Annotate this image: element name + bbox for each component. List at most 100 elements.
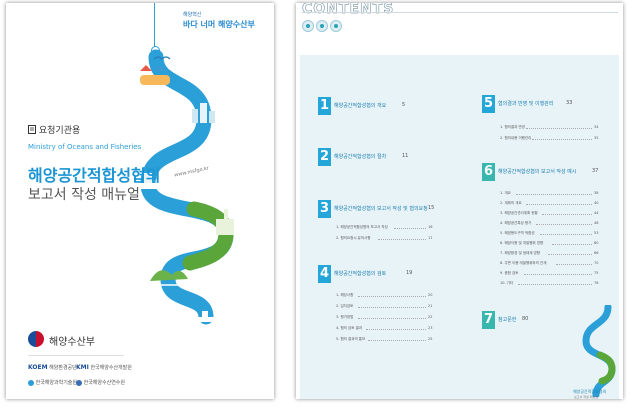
subentry-label: 7. 해양환경 및 생태계 영향: [500, 251, 540, 255]
leader-dots: [556, 264, 592, 265]
subentry-label: 9. 종합 검토: [500, 271, 519, 275]
toc-subentry[interactable]: 2. 협의내용 이행관리 35: [500, 136, 604, 143]
subentry-page: 76: [594, 281, 599, 285]
contents-page: CONTENTS 1 해양공간적합성협의 개요 5 2 해양공간적합성협의 절차…: [296, 3, 623, 399]
partner-divider: [28, 355, 124, 356]
toc-subentry[interactable]: 4. 해양공간특성 평가 48: [500, 221, 604, 228]
leader-dots: [526, 128, 592, 129]
toc-subentry[interactable]: 1. 개요 38: [500, 191, 604, 198]
winding-road-illustration: [136, 49, 234, 325]
subentry-label: 5. 협의 결과의 통보: [336, 337, 366, 341]
subentry-label: 4. 협의 검토 결과: [336, 326, 362, 330]
ship-icon: [196, 311, 216, 322]
subentry-label: 4. 해양공간특성 평가: [500, 221, 532, 225]
english-title: Ministry of Oceans and Fisheries: [28, 143, 142, 151]
partner-kiost: 한국해양과학기술원: [28, 379, 77, 386]
toc-subentry[interactable]: 2. 입지검토 21: [336, 304, 436, 311]
bubble-icon-1: [302, 20, 314, 32]
leader-dots: [518, 284, 592, 285]
chapter-page: 11: [402, 153, 409, 159]
subentry-label: 10. 기타: [500, 281, 514, 285]
leader-dots: [532, 139, 592, 140]
subentry-label: 1. 해양공간적합성협의 보고서 작성: [336, 225, 388, 229]
subentry-label: 1. 해당사항: [336, 293, 354, 297]
leader-dots: [536, 224, 592, 225]
slogan-small: 해양혁신: [183, 12, 202, 18]
fishing-boat-icon: [136, 173, 162, 189]
toc-subentry[interactable]: 10. 기타 76: [500, 281, 604, 288]
subentry-page: 34: [594, 125, 599, 129]
bubble-icon-3: [330, 20, 342, 32]
chapter-number: 4: [318, 265, 331, 283]
subentry-page: 21: [428, 304, 433, 308]
chapter-number: 2: [318, 148, 331, 166]
toc-subentry[interactable]: 5. 해양용도구역 적합성 53: [500, 231, 604, 238]
mini-road-illustration: [582, 305, 616, 397]
partner-kifs-name: 한국해양수산연수원: [83, 380, 125, 386]
partner-kmi: KMI 한국해양수산개발원: [76, 364, 132, 371]
chapter-title: 협의결과 반영 및 이행관리: [498, 101, 554, 107]
mini-road-green: [596, 351, 616, 385]
subentry-page: 25: [428, 337, 433, 341]
subentry-label: 1. 개요: [500, 191, 511, 195]
cover-page: 해양혁신 바다 너머 해양수산부: [6, 3, 274, 399]
toc-subentry[interactable]: 7. 해양환경 및 생태계 영향 66: [500, 251, 604, 258]
toc-subentry[interactable]: 3. 해양공간관리계획 현황 44: [500, 211, 604, 218]
leader-dots: [378, 239, 426, 240]
factory-icon: [216, 209, 234, 235]
subentry-label: 5. 해양용도구역 적합성: [500, 231, 535, 235]
chapter-number: 1: [318, 97, 331, 115]
subentry-label: 8. 주변 이용·개발행위와의 관계: [500, 261, 547, 265]
toc-subentry[interactable]: 8. 주변 이용·개발행위와의 관계 70: [500, 261, 604, 268]
toc-subentry[interactable]: 9. 종합 검토 75: [500, 271, 604, 278]
toc-subentry[interactable]: 1. 해당사항 20: [336, 293, 436, 300]
chapter-title: 해양공간적합성협의 보고서 작성 예시: [498, 169, 577, 175]
toc-subentry[interactable]: 1. 협의결과 반영 34: [500, 125, 604, 132]
contents-panel: 1 해양공간적합성협의 개요 5 2 해양공간적합성협의 절차 11 3 해양공…: [300, 55, 619, 399]
subentry-page: 20: [428, 293, 433, 297]
leader-dots: [542, 214, 592, 215]
leader-dots: [552, 244, 592, 245]
chapter-title: 해양공간적합성협의 개요: [334, 103, 387, 109]
partner-koem-abbr: KOEM: [28, 364, 48, 371]
subentry-page: 66: [594, 251, 599, 255]
subentry-label: 3. 평가방법: [336, 315, 354, 319]
subentry-page: 75: [594, 271, 599, 275]
leader-dots: [526, 204, 592, 205]
partner-kiost-name: 한국해양과학기술원: [35, 380, 77, 386]
ministry-name: 해양수산부: [49, 337, 95, 348]
toc-subentry[interactable]: 2. 계획의 개요 40: [500, 201, 604, 208]
toc-subentry[interactable]: 5. 협의 결과의 통보 25: [336, 337, 436, 344]
leader-dots: [358, 296, 426, 297]
vertical-guide-line: [154, 3, 155, 49]
chapter-page: 33: [566, 100, 573, 106]
toc-subentry[interactable]: 1. 해양공간적합성협의 보고서 작성 16: [336, 225, 436, 232]
partner-kmi-abbr: KMI: [76, 364, 89, 371]
chapter-number: 7: [482, 311, 495, 329]
leader-dots: [368, 340, 426, 341]
contents-divider: [302, 12, 618, 13]
toc-subentry[interactable]: 4. 협의 검토 결과 23: [336, 326, 436, 333]
subentry-page: 38: [594, 191, 599, 195]
bubble-icon-2: [316, 20, 328, 32]
document-icon: [28, 125, 36, 134]
subentry-page: 22: [428, 315, 433, 319]
contents-heading: CONTENTS: [302, 3, 395, 17]
korean-title: 해양공간적합성협의: [28, 166, 161, 185]
toc-subentry[interactable]: 6. 해양이용 및 개발행위 영향 60: [500, 241, 604, 248]
chapter-page: 19: [406, 270, 413, 276]
chapter-page: 15: [428, 205, 435, 211]
subentry-page: 17: [428, 236, 433, 240]
toc-subentry[interactable]: 3. 평가방법 22: [336, 315, 436, 322]
leader-dots: [540, 234, 592, 235]
chapter-title: 해양공간적합성협의 절차: [334, 154, 387, 160]
seagull-icon: [153, 56, 171, 60]
slogan-main: 바다 너머 해양수산부: [183, 20, 255, 29]
subentry-label: 3. 해양공간관리계획 현황: [500, 211, 538, 215]
subentry-page: 16: [428, 225, 433, 229]
chapter-page: 37: [592, 168, 599, 174]
leader-dots: [366, 329, 426, 330]
chapter-number: 3: [318, 200, 331, 218]
toc-subentry[interactable]: 2. 협의요청시 유의사항 17: [336, 236, 436, 243]
subentry-page: 44: [594, 211, 599, 215]
